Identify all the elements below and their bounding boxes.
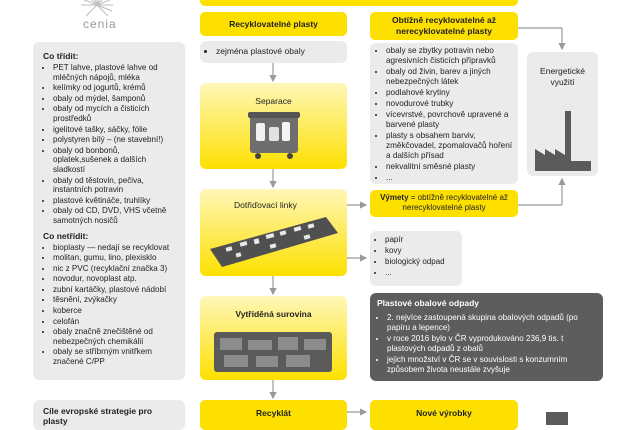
list-item: jejich množství v ČR se v souvislosti s … (387, 355, 596, 375)
list-item: zubní kartáčky, plastové nádobí (53, 285, 179, 295)
list-item: molitan, gumu, lino, plexisklo (53, 253, 179, 263)
list-item: kovy (385, 246, 457, 256)
list-item: obaly se stříbrným vnitřkem značené C/PP (53, 347, 179, 366)
list-item: plastové květináče, truhlíky (53, 196, 179, 206)
hard-to-recycle-box: obaly se zbytky potravin nebo agresivníc… (370, 43, 518, 184)
list-item: obaly od živin, barev a jiných nebezpečn… (386, 67, 513, 87)
list-item: obaly od těstovin, pečiva, instantních p… (53, 176, 179, 195)
nosort-list: bioplasty — nedají se recyklovat molitan… (43, 243, 179, 367)
plastic-bales-icon (214, 332, 332, 372)
list-item: obaly od mycích a čisticích prostředků (53, 104, 179, 123)
list-item: biologický odpad (385, 257, 457, 267)
list-item: ... (386, 173, 513, 183)
conveyor-belt-icon (210, 217, 338, 267)
list-item: novodurové trubky (386, 99, 513, 109)
rejects-label: Výmety (380, 193, 409, 202)
eu-strategy-title: Cíle evropské strategie pro plasty (43, 406, 153, 426)
list-item: celofán (53, 317, 179, 327)
finishing-lines-label: Dotřiďovací linky (234, 200, 297, 210)
recyclable-plastics-box: zejména plastové obaly (200, 41, 347, 63)
recyclable-plastics-header: Recyklovatelné plasty (200, 12, 347, 36)
list-item: vícevrstvé, povrchově upravené a barvené… (386, 110, 513, 130)
list-item: těsnění, zvýkačky (53, 295, 179, 305)
energy-recovery-box: Energetické využití (527, 52, 598, 176)
list-item: kelímky od jogurtů, krémů (53, 83, 179, 93)
list-item: igelitové tašky, sáčky, fólie (53, 125, 179, 135)
sort-list: PET lahve, plastové lahve od mléčných ná… (43, 63, 179, 226)
list-item: obaly od mýdel, šamponů (53, 94, 179, 104)
list-item: podlahové krytiny (386, 88, 513, 98)
list-item: 2. nejvíce zastoupená skupina obalových … (387, 313, 596, 333)
packaging-waste-title: Plastové obalové odpady (377, 298, 480, 308)
list-item: koberce (53, 306, 179, 316)
list-item: novodur, novoplast atp. (53, 274, 179, 284)
list-item: plasty s obsahem barviv, změkčovadel, zp… (386, 131, 513, 161)
top-yellow-bar (200, 0, 518, 6)
packaging-waste-box: Plastové obalové odpady 2. nejvíce zasto… (370, 293, 603, 381)
list-item: obaly se zbytky potravin nebo agresivníc… (386, 46, 513, 66)
cenia-logo-text: cenia (83, 17, 117, 31)
other-waste-box: papír kovy biologický odpad ... (370, 231, 462, 286)
sorting-guide-panel: Co třídit: PET lahve, plastové lahve od … (33, 42, 185, 380)
list-item: ... (385, 268, 457, 278)
energy-recovery-label: Energetické využití (540, 66, 585, 87)
list-item: polystyren bílý – (ne stavební!) (53, 135, 179, 145)
product-icon (546, 412, 568, 425)
list-item: bioplasty — nedají se recyklovat (53, 243, 179, 253)
sorted-material-label: Vytříděná surovina (235, 309, 312, 319)
rejects-description: = obtížně recyklovatelné až nerecyklovat… (402, 193, 508, 212)
list-item: v roce 2016 bylo v ČR vyprodukováno 236,… (387, 334, 596, 354)
hard-to-recycle-header: Obtížně recyklovatelné až nerecyklovatel… (370, 12, 518, 40)
list-item: obaly od bonbonů, oplatek,sušenek a dalš… (53, 146, 179, 175)
recycling-bin-icon (248, 112, 300, 159)
finishing-lines-box: Dotřiďovací linky (200, 189, 347, 276)
separation-box: Separace (200, 83, 347, 169)
list-item: papír (385, 235, 457, 245)
list-item: zejména plastové obaly (216, 46, 341, 56)
separation-label: Separace (255, 96, 292, 106)
cenia-logo-icon (80, 0, 114, 22)
list-item: nekvalitní směsné plasty (386, 162, 513, 172)
list-item: nic z PVC (recyklační značka 3) (53, 264, 179, 274)
sorted-material-box: Vytříděná surovina (200, 296, 347, 380)
list-item: obaly značně znečištěné od nebezpečných … (53, 327, 179, 346)
factory-chimney-icon (535, 111, 591, 171)
sort-title: Co třídit: (43, 51, 79, 61)
list-item: obaly od CD, DVD, VHS včetně samotných n… (53, 206, 179, 225)
list-item: PET lahve, plastové lahve od mléčných ná… (53, 63, 179, 82)
nosort-title: Co netřídit: (43, 230, 89, 241)
rejects-box: Výmety = obtížně recyklovatelné až nerec… (370, 190, 518, 217)
